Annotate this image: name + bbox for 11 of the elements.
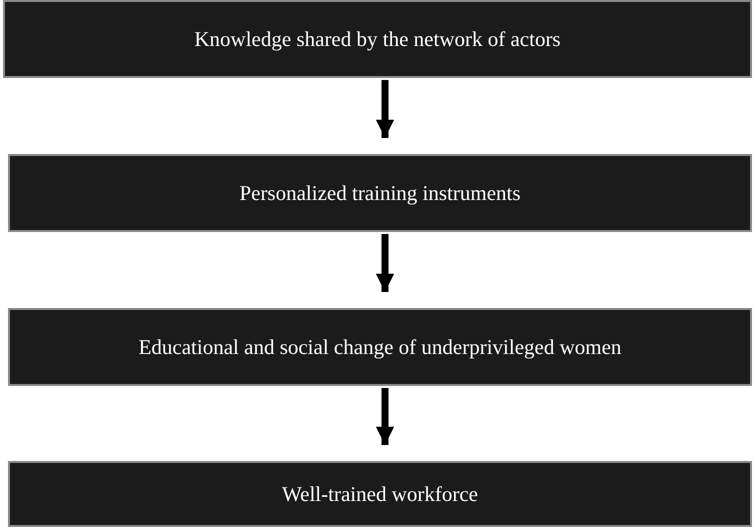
box-label: Personalized training instruments (239, 180, 521, 206)
process-box (3, 0, 752, 78)
process-box (8, 308, 752, 386)
arrow (376, 234, 394, 292)
box-label: Knowledge shared by the network of actors (194, 26, 561, 52)
arrow (376, 80, 394, 138)
box-label: Educational and social change of underprivileged women (138, 334, 622, 360)
box-label: Well-trained workforce (282, 482, 478, 506)
process-box (8, 154, 752, 232)
arrow (376, 388, 394, 445)
process-box (8, 461, 752, 527)
